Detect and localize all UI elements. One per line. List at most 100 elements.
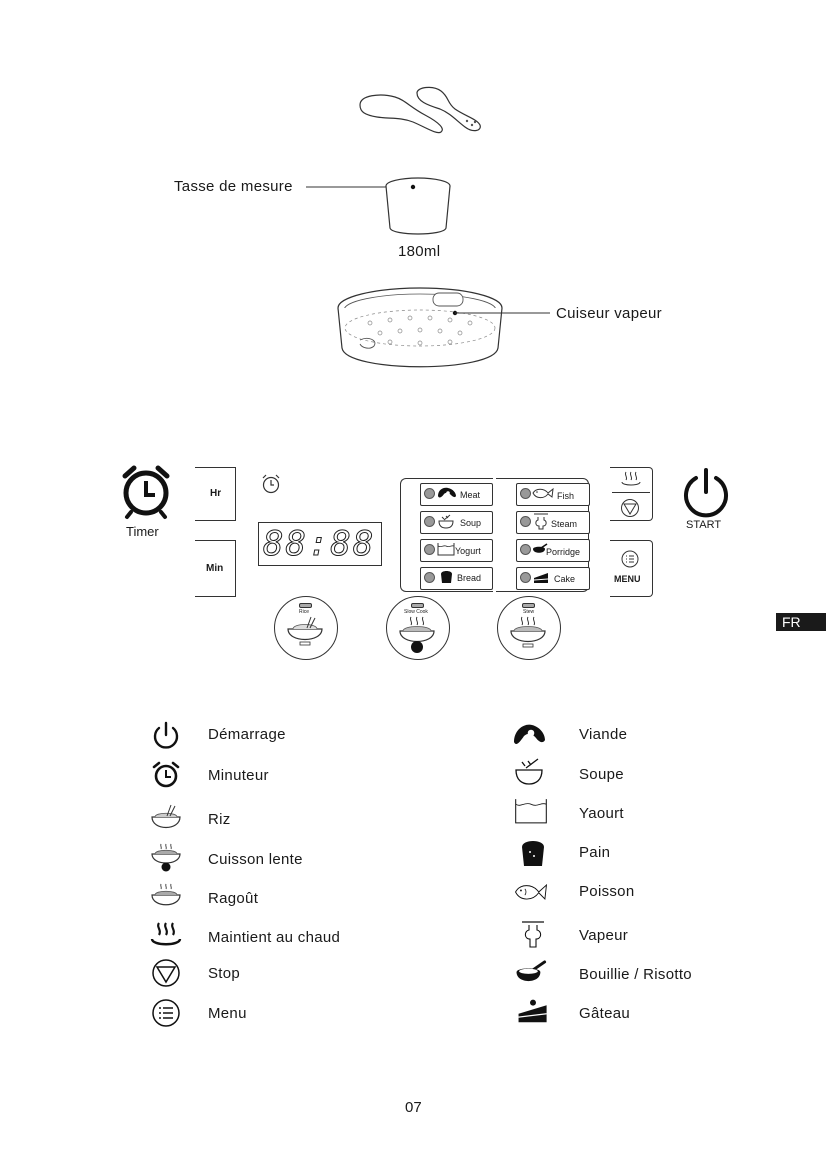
program-group-left: [400, 478, 493, 592]
rice-bowl-panel-icon: [287, 616, 323, 646]
yogurt-led: [424, 544, 435, 555]
steamer-illustration: [337, 287, 550, 368]
spoons-illustration: [359, 86, 481, 134]
legend-rice-label: Riz: [208, 811, 231, 828]
keep-warm-stop-button[interactable]: [610, 467, 653, 521]
slow-cook-bowl-button[interactable]: [386, 596, 450, 660]
min-label: Min: [206, 563, 224, 574]
legend-bread-label: Pain: [579, 844, 611, 861]
program-fish-button[interactable]: [516, 483, 590, 506]
start-label: START: [686, 519, 722, 531]
cup-volume: 180ml: [398, 243, 441, 260]
slow-cook-led: [411, 603, 424, 608]
steam-led: [520, 516, 531, 527]
program-meat-button[interactable]: [420, 483, 493, 506]
hr-label: Hr: [210, 488, 222, 499]
bread-led: [424, 572, 435, 583]
stew-panel-icon: [510, 616, 546, 648]
program-cake-button[interactable]: [516, 567, 590, 590]
legend-stew-label: Ragoût: [208, 890, 259, 907]
program-bread-label: Bread: [457, 573, 482, 583]
legend-meat-label: Viande: [579, 726, 628, 743]
menu-panel-icon: [621, 550, 639, 568]
soup-icon: [515, 758, 543, 785]
hr-button[interactable]: [195, 467, 236, 521]
cake-led: [520, 572, 531, 583]
yogurt-icon: [515, 799, 547, 824]
timer-alarm-clock-icon[interactable]: [117, 462, 175, 520]
fish-icon: [515, 883, 548, 900]
stew-bowl-button[interactable]: [497, 596, 561, 660]
program-porridge-label: Porridge: [546, 547, 581, 557]
stop-panel-icon: [621, 499, 639, 517]
program-steam-button[interactable]: [516, 511, 590, 534]
porridge-led: [520, 544, 531, 555]
rice-led: [299, 603, 312, 608]
keep-warm-panel-icon: [621, 471, 641, 486]
legend-start-label: Démarrage: [208, 726, 286, 743]
steam-icon: [534, 513, 548, 530]
legend-cake-label: Gâteau: [579, 1005, 631, 1022]
page-number: 07: [405, 1099, 422, 1116]
keep-warm-divider: [612, 492, 650, 493]
legend-stop-label: Stop: [208, 965, 241, 982]
start-power-icon[interactable]: [680, 466, 732, 518]
program-cake-label: Cake: [554, 574, 576, 584]
measuring-cup-illustration: [306, 177, 451, 235]
program-porridge-button[interactable]: [516, 539, 590, 562]
led-display: [258, 522, 382, 566]
legend-keep-warm-label: Maintient au chaud: [208, 929, 341, 946]
meat-led: [424, 488, 435, 499]
menu-icon: [152, 999, 180, 1027]
alarm-clock-icon: [152, 761, 180, 788]
legend-slow-cook-label: Cuisson lente: [208, 851, 303, 868]
slow-cook-panel-icon: [399, 616, 435, 653]
legend-menu-label: Menu: [208, 1005, 247, 1022]
program-yogurt-label: Yogurt: [455, 546, 481, 556]
stew-icon: [151, 883, 181, 906]
soup-icon: [438, 514, 454, 529]
program-steam-label: Steam: [551, 519, 578, 529]
program-soup-button[interactable]: [420, 511, 493, 534]
steam-icon: [522, 921, 544, 948]
timer-label: Timer: [126, 524, 159, 539]
bread-icon: [441, 571, 452, 583]
menu-panel-label: MENU: [614, 574, 641, 584]
language-tab: FR: [776, 613, 826, 631]
program-soup-label: Soup: [460, 518, 482, 528]
legend-soup-label: Soupe: [579, 766, 624, 783]
steamer-label: Cuiseur vapeur: [556, 305, 662, 322]
soup-led: [424, 516, 435, 527]
program-group-right: [496, 478, 589, 592]
stew-bowl-label: Stew: [523, 609, 535, 615]
rice-bowl-button[interactable]: [274, 596, 338, 660]
cake-icon: [533, 573, 549, 583]
legend-fish-label: Poisson: [579, 883, 635, 900]
yogurt-icon: [437, 543, 455, 556]
legend-yogurt-label: Yaourt: [579, 805, 624, 822]
display-digits: 88:88: [262, 524, 376, 565]
menu-button[interactable]: [610, 540, 653, 597]
stew-led: [522, 603, 535, 608]
clock-indicator-icon: [262, 474, 280, 494]
fish-icon: [532, 487, 554, 499]
meat-icon: [514, 724, 545, 745]
legend-porridge-label: Bouillie / Risotto: [579, 966, 692, 983]
program-bread-button[interactable]: [420, 567, 493, 590]
porridge-icon: [516, 960, 547, 982]
min-button[interactable]: [195, 540, 236, 597]
power-icon: [153, 721, 179, 749]
slow-cook-bowl-label: Slow Cook: [404, 609, 428, 615]
slow-cook-icon: [151, 843, 181, 872]
program-fish-label: Fish: [557, 491, 575, 501]
rice-bowl-label: Rice: [299, 609, 310, 615]
legend-timer-label: Minuteur: [208, 767, 269, 784]
keep-warm-icon: [150, 922, 182, 946]
stop-icon: [152, 959, 180, 987]
meat-icon: [438, 487, 456, 498]
bread-icon: [522, 841, 544, 866]
legend-steam-label: Vapeur: [579, 927, 629, 944]
rice-bowl-icon: [151, 804, 181, 829]
fish-led: [520, 488, 531, 499]
program-meat-label: Meat: [460, 490, 481, 500]
